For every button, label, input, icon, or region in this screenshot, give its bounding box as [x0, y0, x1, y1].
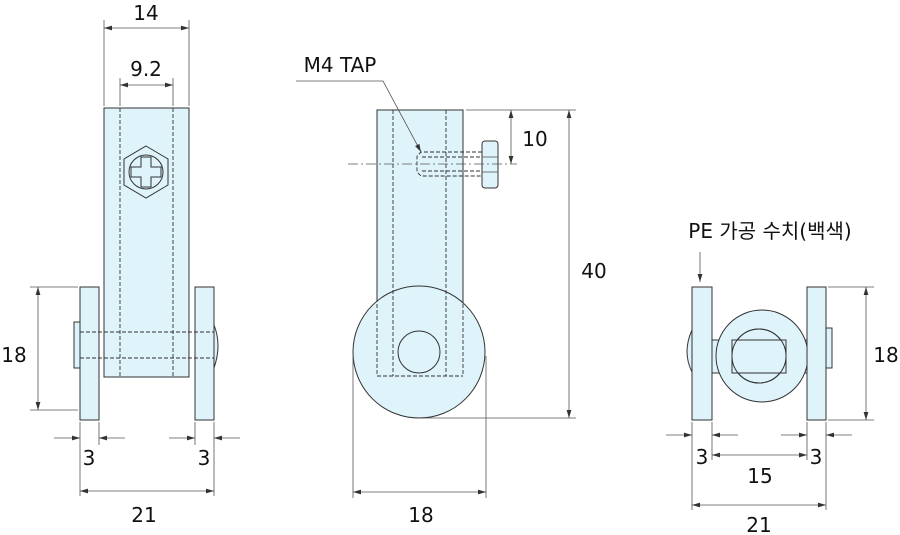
right-wheel [806, 286, 827, 421]
left-wheel [79, 286, 100, 421]
dim-wheel-height: 18 [873, 343, 898, 367]
axle-cap [825, 327, 833, 369]
dim-bore: 9.2 [130, 57, 162, 81]
bolt-head [481, 140, 499, 189]
dim-wheel-left: 3 [696, 445, 709, 469]
dim-height: 40 [581, 259, 606, 283]
right-wheel [194, 286, 215, 421]
front-view: 14 9.2 18 3 3 21 [1, 1, 240, 527]
hex-bolt-icon [123, 145, 169, 199]
dim-wheel-height: 18 [1, 343, 26, 367]
dim-total: 21 [746, 513, 771, 535]
axle-dome [686, 329, 693, 373]
right-view: PE 가공 수치(백색) 18 3 3 15 21 [666, 219, 899, 535]
dim-total: 21 [131, 503, 156, 527]
dim-wheel-left: 3 [83, 446, 96, 470]
dim-width: 14 [133, 1, 158, 25]
axle-cap [73, 321, 81, 369]
dim-gap: 15 [747, 464, 772, 488]
dim-tap-offset: 10 [522, 127, 547, 151]
material-label: PE 가공 수치(백색) [688, 219, 851, 243]
side-view: M4 TAP 10 40 18 [296, 53, 607, 527]
dim-wheel-right: 3 [198, 446, 211, 470]
axle-dome [213, 324, 219, 369]
tap-label: M4 TAP [304, 53, 377, 77]
dim-wheel-right: 3 [810, 445, 823, 469]
axle-hole [397, 330, 441, 374]
dim-wheel-dia: 18 [408, 503, 433, 527]
left-wheel [691, 286, 713, 421]
